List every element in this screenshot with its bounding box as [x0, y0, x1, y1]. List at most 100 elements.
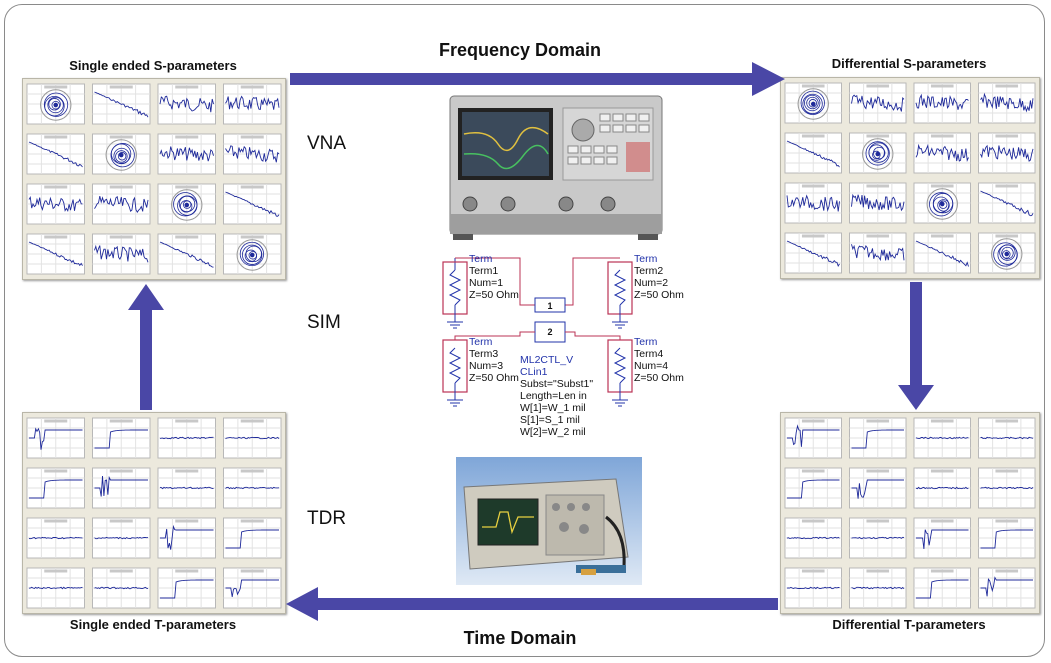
single_t-plot-13 — [92, 567, 151, 609]
diff-t-title: Differential T-parameters — [832, 617, 986, 632]
diff_s-plot-6 — [913, 132, 971, 174]
diff_t-plot-6 — [913, 467, 971, 509]
clin-line-2: Subst="Subst1" — [520, 378, 593, 390]
single_s-plot-3 — [223, 83, 282, 125]
diff_t-plot-2 — [913, 417, 971, 459]
diff_t-plot-1 — [849, 417, 907, 459]
diff_t-plot-5 — [849, 467, 907, 509]
single_t-plot-14 — [157, 567, 216, 609]
single_s-plot-9 — [92, 183, 151, 225]
arrow-down-right — [898, 282, 934, 410]
diff_s-plot-5 — [849, 132, 907, 174]
single_t-plot-15 — [223, 567, 282, 609]
single_t-plot-1 — [92, 417, 151, 459]
diff_s-plot-0 — [784, 82, 842, 124]
diff_t-plot-3 — [978, 417, 1036, 459]
single_s-plot-5 — [92, 133, 151, 175]
term2-line-2: Num=2 — [634, 277, 668, 289]
diff_t-plot-13 — [849, 567, 907, 609]
term2-line-0: Term — [634, 253, 658, 265]
single_t-plot-4 — [26, 467, 85, 509]
line-box-1 — [534, 297, 566, 313]
single_t-plot-7 — [223, 467, 282, 509]
diff_s-plot-9 — [849, 182, 907, 224]
clin-line-1: CLin1 — [520, 366, 548, 378]
term3-line-1: Term3 — [469, 348, 498, 360]
line-label-1: 1 — [547, 301, 552, 311]
diff_t-plot-0 — [784, 417, 842, 459]
single_s-plot-2 — [157, 83, 216, 125]
diff-s-title: Differential S-parameters — [831, 56, 987, 71]
term3-line-3: Z=50 Ohm — [469, 372, 519, 384]
term3-line-2: Num=3 — [469, 360, 503, 372]
diff-s-grid — [780, 77, 1040, 279]
diff_s-plot-11 — [978, 182, 1036, 224]
single_s-plot-14 — [157, 233, 216, 275]
diff_s-plot-3 — [978, 82, 1036, 124]
single_s-plot-13 — [92, 233, 151, 275]
term4-line-1: Term4 — [634, 348, 663, 360]
diff_s-plot-8 — [784, 182, 842, 224]
diff_s-plot-15 — [978, 232, 1036, 274]
term1-line-2: Num=1 — [469, 277, 503, 289]
single_t-plot-8 — [26, 517, 85, 559]
single_t-plot-6 — [157, 467, 216, 509]
vna-instrument-image — [449, 95, 663, 240]
frequency-domain-label: Frequency Domain — [438, 40, 602, 60]
diff_t-plot-15 — [978, 567, 1036, 609]
single_s-plot-12 — [26, 233, 85, 275]
single_t-plot-9 — [92, 517, 151, 559]
single_s-plot-8 — [26, 183, 85, 225]
diff_s-plot-12 — [784, 232, 842, 274]
sim-label: SIM — [307, 312, 341, 333]
diff_s-plot-2 — [913, 82, 971, 124]
time-domain-label: Time Domain — [463, 628, 577, 648]
term3-symbol — [442, 331, 535, 407]
single-s-grid — [22, 78, 286, 280]
single_t-plot-10 — [157, 517, 216, 559]
single_t-plot-11 — [223, 517, 282, 559]
single_s-plot-10 — [157, 183, 216, 225]
single_s-plot-0 — [26, 83, 85, 125]
single_s-plot-6 — [157, 133, 216, 175]
diff_t-plot-9 — [849, 517, 907, 559]
arrow-right-top — [290, 62, 785, 96]
diff_s-plot-13 — [849, 232, 907, 274]
simulation-schematic: Term Term1 Num=1 Z=50 Ohm Term Term2 Num… — [442, 253, 684, 438]
term1-line-0: Term — [469, 253, 493, 265]
single_t-plot-5 — [92, 467, 151, 509]
tdr-label: TDR — [307, 508, 347, 529]
term1-line-1: Term1 — [469, 265, 498, 277]
diff_t-plot-7 — [978, 467, 1036, 509]
single_t-plot-3 — [223, 417, 282, 459]
single_s-plot-1 — [92, 83, 151, 125]
arrow-left-bottom — [286, 587, 778, 621]
term2-symbol — [565, 257, 633, 329]
diff_t-plot-10 — [913, 517, 971, 559]
clin-line-3: Length=Len in — [520, 390, 587, 402]
term1-symbol — [442, 257, 535, 329]
diff_s-plot-1 — [849, 82, 907, 124]
diff-t-grid — [780, 412, 1040, 614]
term2-line-1: Term2 — [634, 265, 663, 277]
single-t-grid — [22, 412, 286, 614]
diff_t-plot-4 — [784, 467, 842, 509]
term4-line-0: Term — [634, 336, 658, 348]
diff_t-plot-11 — [978, 517, 1036, 559]
vna-label: VNA — [307, 133, 347, 154]
single-s-title: Single ended S-parameters — [69, 58, 237, 73]
single_s-plot-11 — [223, 183, 282, 225]
single_s-plot-15 — [223, 233, 282, 275]
diff_s-plot-10 — [913, 182, 971, 224]
term4-symbol — [565, 331, 633, 407]
clin-line-4: W[1]=W_1 mil — [520, 402, 586, 414]
single_t-plot-12 — [26, 567, 85, 609]
clin-line-5: S[1]=S_1 mil — [520, 414, 580, 426]
arrow-up-left — [128, 284, 164, 410]
line-label-2: 2 — [547, 327, 552, 337]
single-t-title: Single ended T-parameters — [69, 617, 237, 632]
diff_s-plot-7 — [978, 132, 1036, 174]
term1-line-3: Z=50 Ohm — [469, 289, 519, 301]
single_t-plot-2 — [157, 417, 216, 459]
